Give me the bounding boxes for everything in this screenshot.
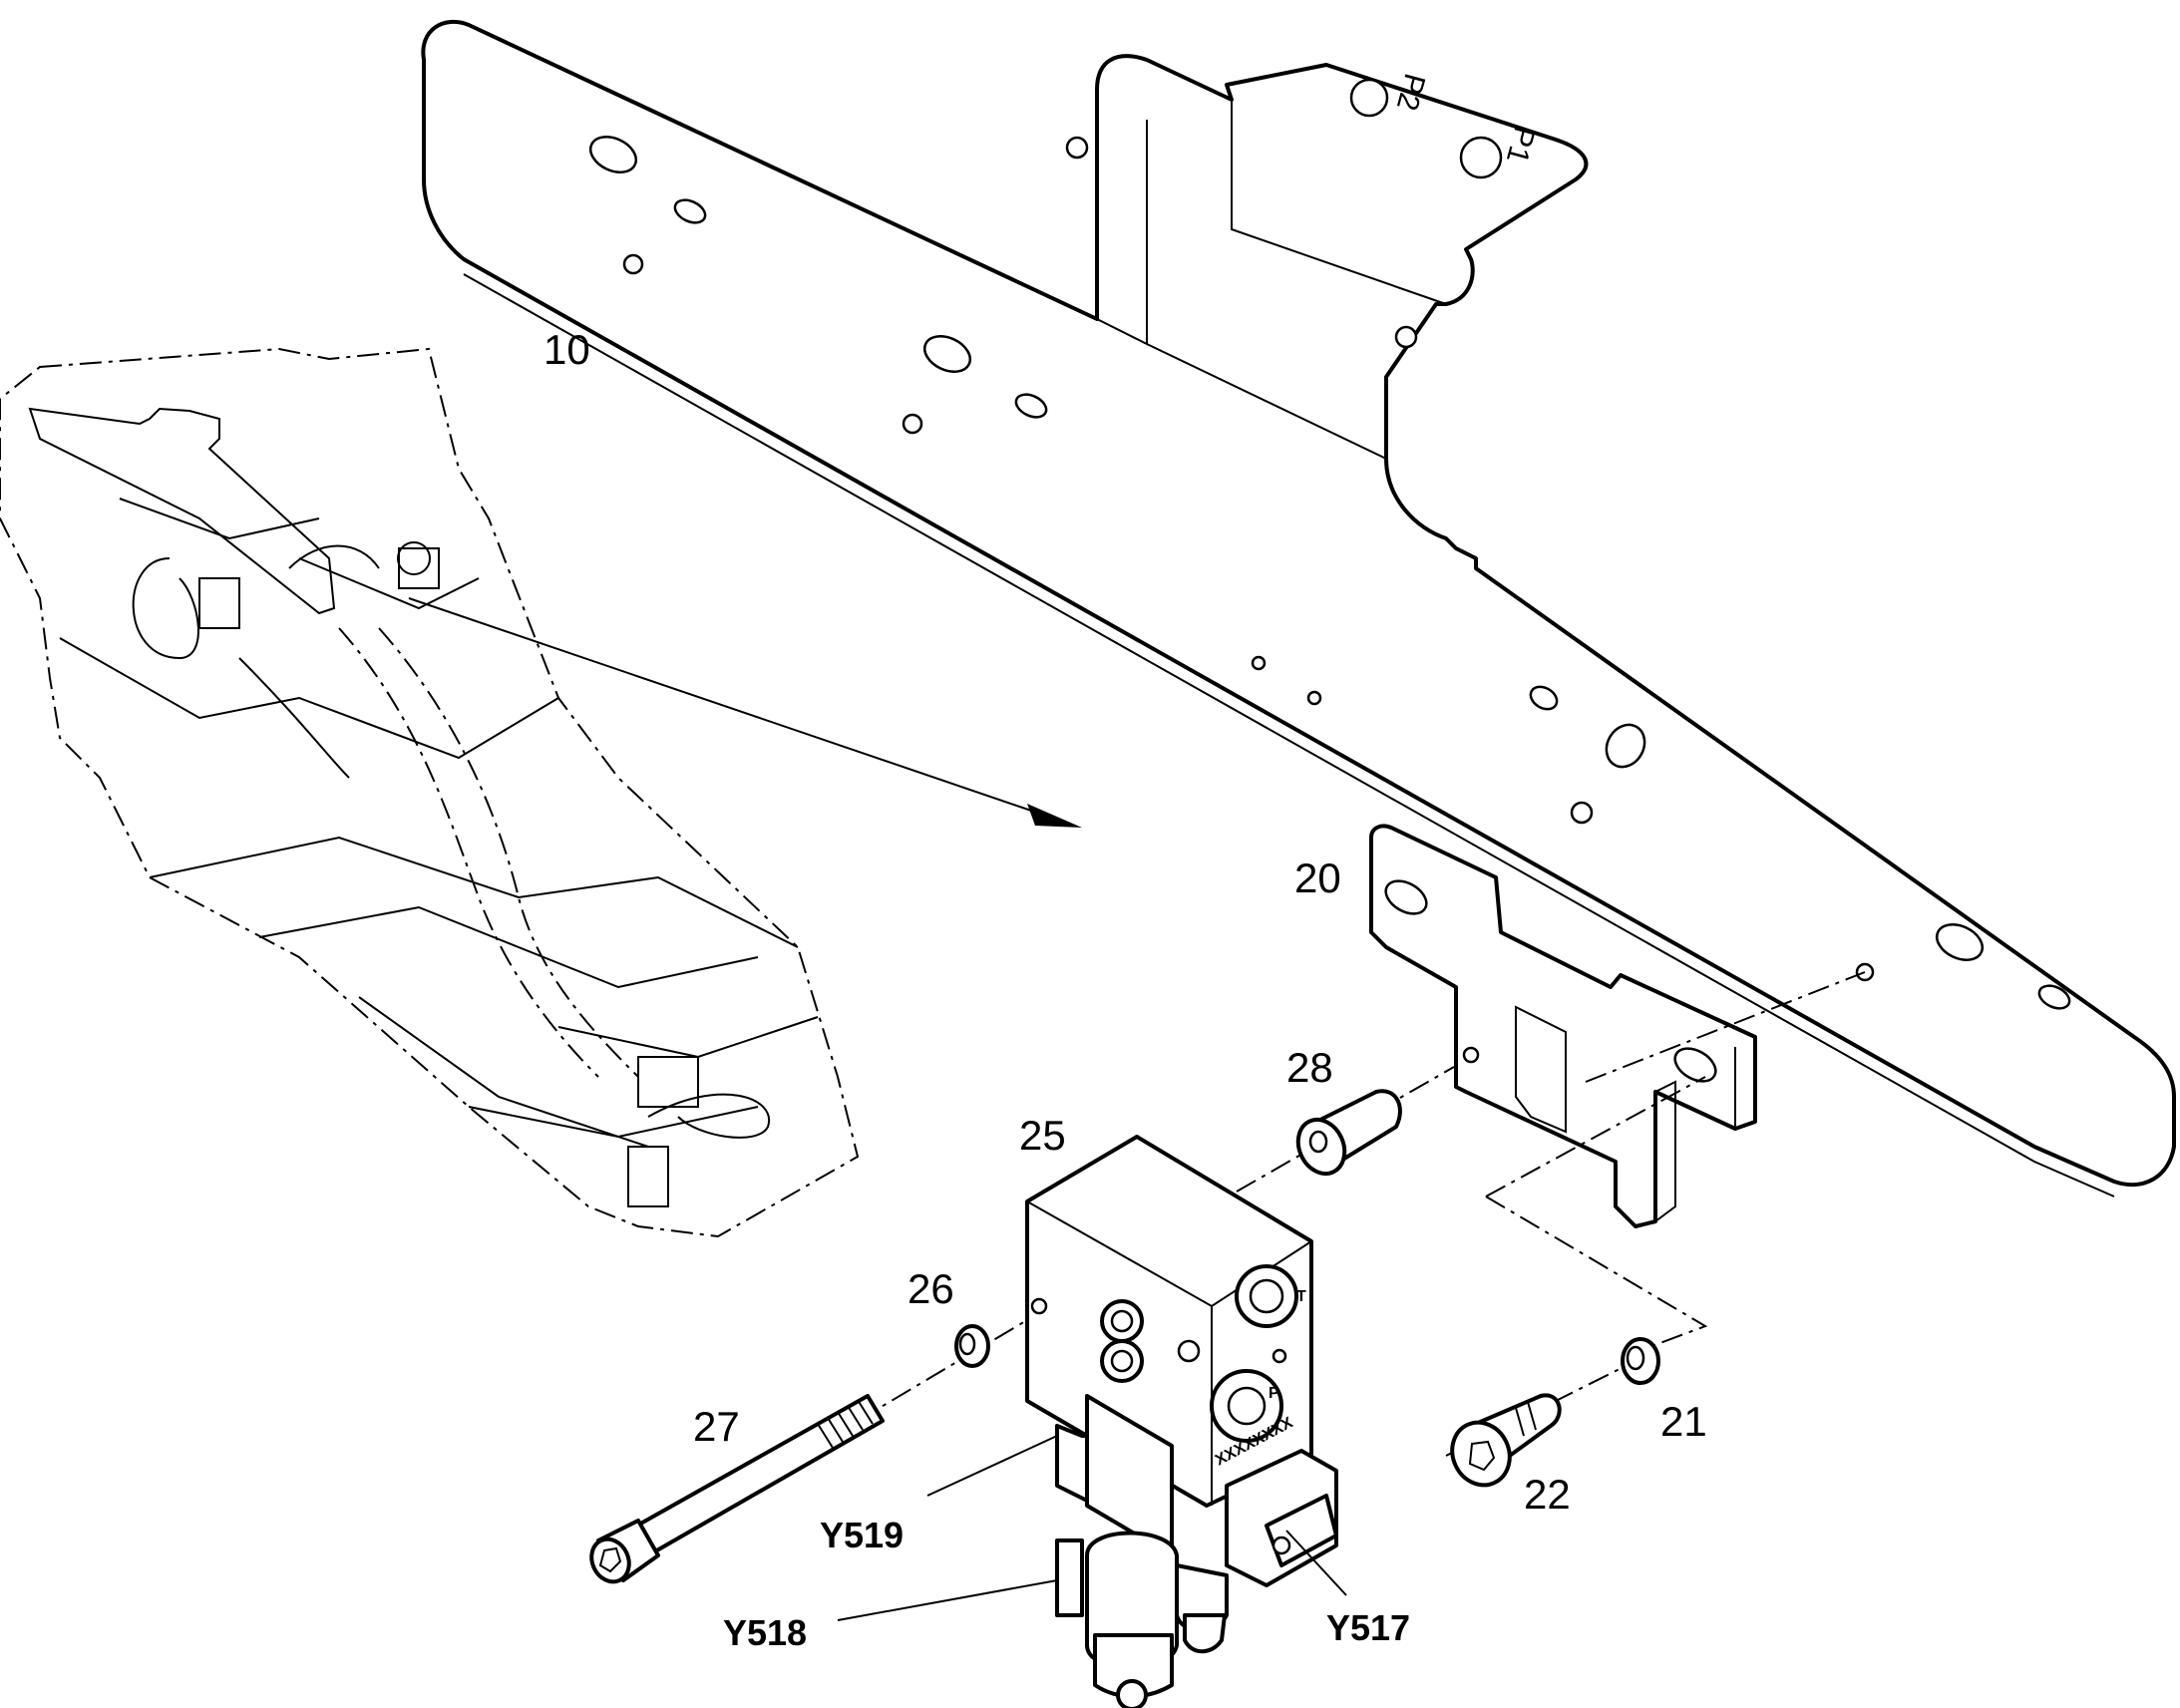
- washer-21: [1621, 1337, 1660, 1385]
- callout-10: 10: [544, 326, 590, 373]
- spacer: [1295, 1089, 1402, 1177]
- detail-arrow: [408, 597, 1082, 828]
- port-label-t: T: [1296, 1288, 1306, 1305]
- machine-overview-detail: [0, 347, 860, 1238]
- callout-y517: Y517: [1326, 1607, 1410, 1648]
- callout-y518: Y518: [723, 1612, 807, 1653]
- callout-26: 26: [908, 1265, 954, 1312]
- long-bolt: [589, 1394, 885, 1584]
- callout-28: 28: [1286, 1044, 1333, 1091]
- callout-22: 22: [1524, 1471, 1571, 1518]
- callout-27: 27: [693, 1403, 740, 1450]
- valve-block: T P XXXXXXXX: [1025, 1135, 1338, 1708]
- callout-20: 20: [1294, 854, 1341, 901]
- port-label-p: P: [1269, 1385, 1279, 1402]
- callout-21: 21: [1660, 1398, 1707, 1445]
- lower-bracket: [1369, 824, 1757, 1228]
- leader-lines: [837, 1435, 1347, 1621]
- callout-25: 25: [1019, 1112, 1066, 1159]
- cap-screw: [1450, 1393, 1562, 1488]
- main-bracket: P2 P1: [421, 19, 2176, 1197]
- washer: [954, 1324, 990, 1368]
- callout-y519: Y519: [820, 1515, 904, 1555]
